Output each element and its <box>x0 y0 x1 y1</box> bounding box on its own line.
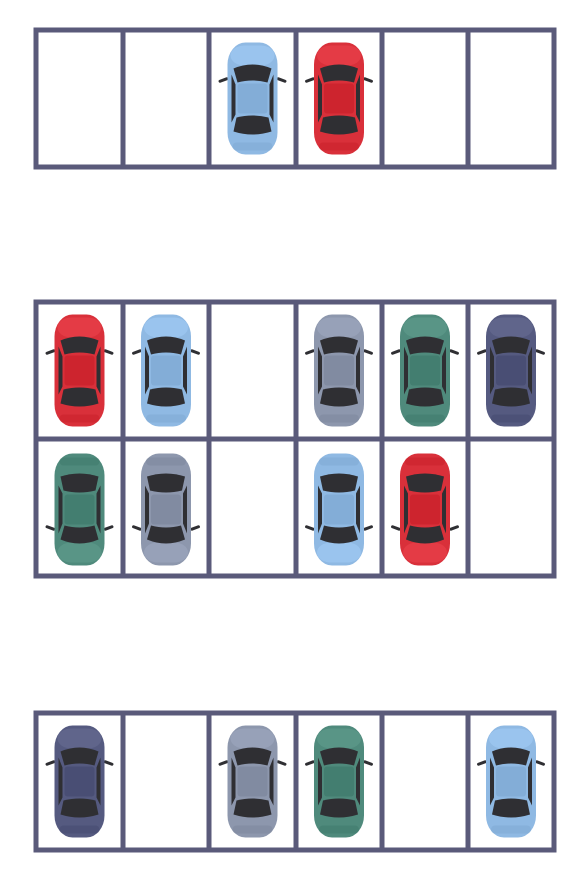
parking-row <box>33 436 557 579</box>
car-navy[interactable] <box>45 725 114 838</box>
parking-spot-empty[interactable] <box>206 299 299 442</box>
parking-row <box>33 299 557 442</box>
parking-spot-empty[interactable] <box>379 27 471 170</box>
parking-spot-empty[interactable] <box>379 710 471 853</box>
car-blue[interactable] <box>305 453 374 566</box>
parking-spot-empty[interactable] <box>465 27 557 170</box>
parking-spot-occupied[interactable] <box>293 710 385 853</box>
car-blue[interactable] <box>132 314 201 427</box>
parking-spot-occupied[interactable] <box>120 299 212 442</box>
parking-spot-empty[interactable] <box>120 710 212 853</box>
car-teal[interactable] <box>391 314 460 427</box>
parking-spot-occupied[interactable] <box>206 27 299 170</box>
parking-spot-empty[interactable] <box>120 27 212 170</box>
parking-spot-occupied[interactable] <box>293 27 385 170</box>
bottom-lot <box>33 710 557 853</box>
parking-spot-occupied[interactable] <box>206 710 299 853</box>
parking-spot-occupied[interactable] <box>293 436 385 579</box>
car-blue[interactable] <box>218 42 287 155</box>
parking-spot-occupied[interactable] <box>465 710 557 853</box>
parking-spot-occupied[interactable] <box>33 710 126 853</box>
parking-spot-occupied[interactable] <box>379 299 471 442</box>
car-gray[interactable] <box>218 725 287 838</box>
parking-row <box>33 710 557 853</box>
middle-lot <box>33 299 557 579</box>
parking-spot-occupied[interactable] <box>379 436 471 579</box>
parking-spot-occupied[interactable] <box>120 436 212 579</box>
parking-spot-occupied[interactable] <box>33 299 126 442</box>
car-teal[interactable] <box>305 725 374 838</box>
parking-row <box>33 27 557 170</box>
car-blue[interactable] <box>477 725 546 838</box>
lots-layer <box>33 27 557 853</box>
parking-spot-empty[interactable] <box>206 436 299 579</box>
parking-spot-empty[interactable] <box>33 27 126 170</box>
top-lot <box>33 27 557 170</box>
parking-spot-occupied[interactable] <box>465 299 557 442</box>
car-red[interactable] <box>305 42 374 155</box>
car-red[interactable] <box>391 453 460 566</box>
car-gray[interactable] <box>132 453 201 566</box>
car-navy[interactable] <box>477 314 546 427</box>
parking-spot-empty[interactable] <box>465 436 557 579</box>
parking-spot-occupied[interactable] <box>33 436 126 579</box>
car-red[interactable] <box>45 314 114 427</box>
car-teal[interactable] <box>45 453 114 566</box>
parking-spot-occupied[interactable] <box>293 299 385 442</box>
car-gray[interactable] <box>305 314 374 427</box>
